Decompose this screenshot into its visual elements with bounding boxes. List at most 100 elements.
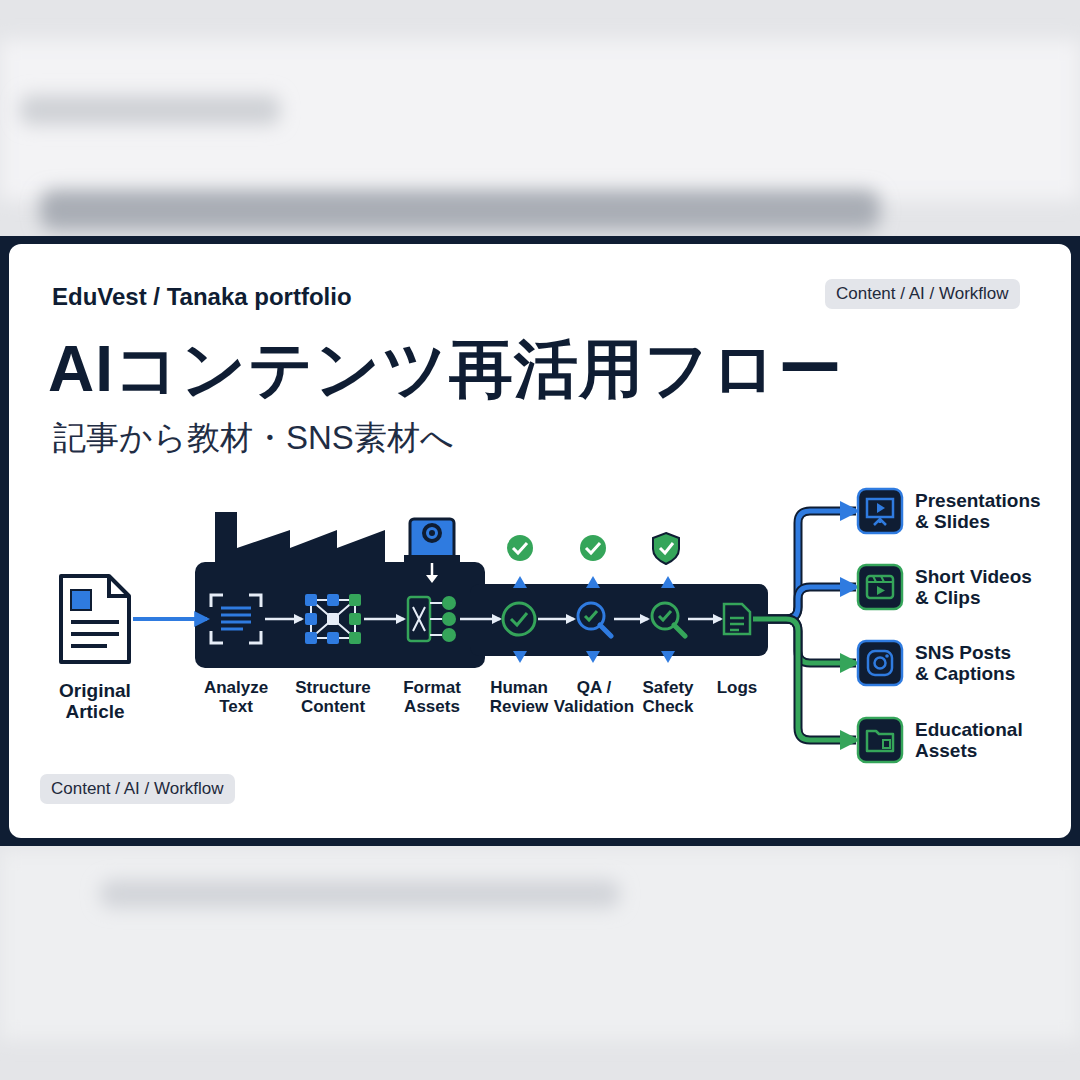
shape-part: [867, 499, 893, 517]
shape-part: [503, 603, 535, 635]
review-step: QA / Validation: [574, 599, 614, 639]
up-triangle: [513, 576, 527, 588]
shape-part: [867, 731, 893, 751]
connector-outline: [753, 511, 856, 619]
flow-arrow: [753, 619, 856, 663]
shape-part: [349, 613, 361, 625]
down-triangle: [513, 651, 527, 663]
check-mark: [513, 543, 527, 553]
shape-part: [883, 740, 890, 748]
up-triangle: [586, 576, 600, 588]
pipeline-band: [470, 584, 768, 656]
gear-hub: [429, 530, 435, 536]
machine-arrowhead: [426, 575, 438, 583]
flow-arrow: [753, 511, 856, 619]
process-step: Format Assets: [404, 591, 460, 647]
connector-outline: [753, 619, 856, 663]
slides-icon: [856, 487, 904, 535]
shape-part: [327, 594, 339, 606]
shape-part: [867, 576, 893, 598]
node-label: Short Videos & Clips: [915, 566, 1040, 609]
brand-label: EduVest / Tanaka portfolio: [52, 283, 352, 311]
shape-part: [349, 632, 361, 644]
subtitle: 記事から教材・SNS素材へ: [53, 416, 454, 461]
check-mark: [660, 543, 673, 553]
shape-part: [858, 641, 902, 685]
node-label: Analyze Text: [196, 678, 276, 716]
shape-part: [585, 611, 597, 620]
output-box: Educational Assets: [856, 716, 904, 764]
output-box: Short Videos & Clips: [856, 563, 904, 611]
logs-icon: [721, 601, 753, 637]
shape-part: [71, 590, 91, 610]
shape-part: [868, 651, 892, 675]
sns-icon: [856, 639, 904, 687]
down-triangle: [661, 651, 675, 663]
flow-arrow: [460, 618, 500, 621]
format-icon: [404, 591, 460, 647]
review-step: Safety Check: [648, 599, 688, 639]
blurred-text: [100, 880, 620, 908]
up-triangle: [661, 576, 675, 588]
diagram-title: AIコンテンツ再活用フロー: [48, 334, 843, 404]
node-label: Presentations & Slides: [915, 490, 1050, 533]
shape-part: [730, 618, 744, 630]
shape-part: [877, 503, 885, 513]
check-icon: [500, 600, 538, 638]
blurred-band: [0, 850, 1080, 1040]
connector-outline: [753, 619, 856, 740]
shape-part: [885, 654, 889, 658]
doc-icon: [57, 572, 133, 666]
node-label: SNS Posts & Captions: [915, 642, 1020, 685]
edu-icon: [856, 716, 904, 764]
shape-part: [442, 628, 456, 642]
shape-part: [327, 613, 339, 625]
shape-part: [442, 596, 456, 610]
shape-part: [61, 576, 129, 662]
shape-part: [413, 603, 442, 635]
maggreen-icon: [648, 599, 688, 639]
flow-arrow: [538, 618, 574, 621]
factory-body: [195, 562, 485, 668]
flow-arrow: [753, 619, 856, 740]
shape-part: [724, 604, 750, 634]
shape-part: [659, 611, 671, 620]
node-label: Safety Check: [633, 678, 703, 716]
shield-badge: [653, 533, 679, 564]
video-icon: [856, 563, 904, 611]
shape-part: [600, 625, 611, 636]
check-badge: [507, 535, 533, 561]
output-box: SNS Posts & Captions: [856, 639, 904, 687]
shape-part: [305, 632, 317, 644]
blurred-text: [20, 95, 280, 125]
shape-part: [305, 613, 317, 625]
shape-part: [875, 658, 886, 669]
machine: [410, 519, 454, 559]
shape-part: [858, 565, 902, 609]
shape-part: [874, 517, 886, 525]
node-label: Format Assets: [392, 678, 472, 716]
shape-part: [674, 625, 685, 636]
check-mark: [586, 543, 600, 553]
node-label: Logs: [707, 678, 767, 697]
tag-pill: Content / AI / Workflow: [825, 279, 1020, 309]
magblue-icon: [574, 599, 614, 639]
shape-part: [867, 576, 893, 582]
shape-part: [221, 608, 251, 629]
shape-part: [442, 612, 456, 626]
node-label: Structure Content: [287, 678, 379, 716]
shape-part: [349, 594, 361, 606]
shape-part: [71, 622, 119, 646]
source-document: Original Article: [57, 572, 133, 666]
check-badge: [580, 535, 606, 561]
shape-part: [858, 718, 902, 762]
node-label: Original Article: [45, 680, 145, 723]
analyze-icon: [207, 591, 265, 647]
gear: [424, 525, 440, 541]
shape-part: [305, 594, 317, 606]
down-triangle: [586, 651, 600, 663]
